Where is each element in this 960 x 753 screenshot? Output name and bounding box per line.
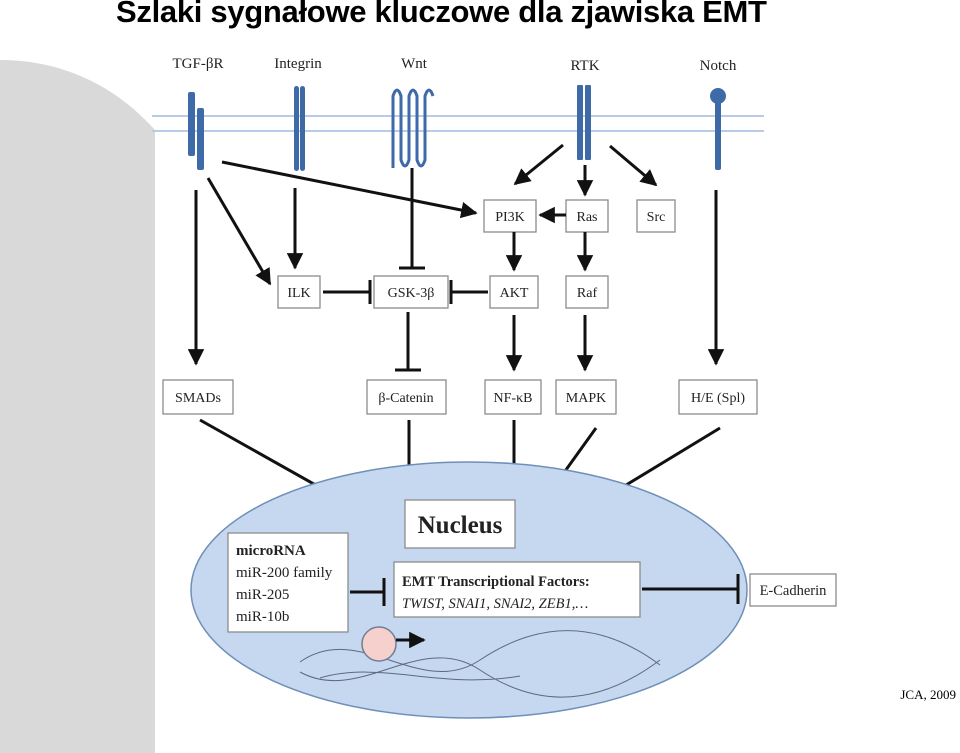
dna-strands xyxy=(299,630,661,698)
smads-box xyxy=(162,379,234,415)
smads-label: SMADs xyxy=(175,391,221,406)
microrna-box xyxy=(227,532,349,633)
microrna-item: miR-10b xyxy=(236,609,289,625)
microrna-item: miR-200 family xyxy=(236,565,333,581)
ilk-box xyxy=(277,275,321,309)
slide-title: Szlaki sygnałowe kluczowe dla zjawiska E… xyxy=(116,0,767,29)
receptor-label-wnt: Wnt xyxy=(401,56,428,72)
citation: JCA, 2009 xyxy=(900,687,956,702)
receptor-label-tgfbr: TGF-βR xyxy=(173,56,224,72)
microrna-item: miR-205 xyxy=(236,587,289,603)
activation-arrows xyxy=(187,143,725,530)
pi3k-box xyxy=(483,199,537,233)
notch-receptor-shape xyxy=(710,88,726,170)
bcatenin-label: β-Catenin xyxy=(378,391,433,406)
ilk-label: ILK xyxy=(287,286,310,301)
nucleus-label-box xyxy=(404,499,516,549)
tgfbr-receptor-shape xyxy=(188,92,204,170)
ras-label: Ras xyxy=(577,210,598,225)
inhibition-lines xyxy=(323,168,488,372)
ecadherin-box xyxy=(749,573,837,607)
receptor-label-integrin: Integrin xyxy=(274,56,322,72)
decorative-left-band xyxy=(0,60,155,753)
rtk-receptor-shape xyxy=(577,85,591,160)
ecadherin-label: E-Cadherin xyxy=(760,583,828,599)
microrna-inhibition xyxy=(350,578,386,606)
he-box xyxy=(678,379,758,415)
emt-tf-box xyxy=(393,561,641,618)
gsk3b-box xyxy=(373,275,449,309)
emt-tf-list: TWIST, SNAI1, SNAI2, ZEB1,… xyxy=(402,596,588,612)
akt-label: AKT xyxy=(500,286,529,301)
mapk-label: MAPK xyxy=(566,391,606,406)
gsk3b-label: GSK-3β xyxy=(388,286,435,301)
nfkb-label: NF-κB xyxy=(494,391,533,406)
raf-label: Raf xyxy=(577,286,598,301)
microrna-heading: microRNA xyxy=(236,543,306,559)
transcription-site-dot xyxy=(361,626,397,662)
nfkb-box xyxy=(484,379,542,415)
wnt-receptor-shape xyxy=(391,88,435,168)
bcatenin-box xyxy=(366,379,447,415)
integrin-receptor-shape xyxy=(294,86,305,171)
mapk-box xyxy=(555,379,617,415)
src-box xyxy=(636,199,676,233)
ecadherin-inhibition xyxy=(642,574,740,604)
raf-box xyxy=(565,275,609,309)
ras-box xyxy=(565,199,609,233)
receptor-label-rtk: RTK xyxy=(570,58,599,74)
emt-tf-heading: EMT Transcriptional Factors: xyxy=(402,574,590,590)
akt-box xyxy=(489,275,539,309)
src-label: Src xyxy=(647,210,666,225)
pi3k-label: PI3K xyxy=(495,210,525,225)
receptor-label-notch: Notch xyxy=(700,58,737,74)
he-label: H/E (Spl) xyxy=(691,391,745,406)
nucleus-label: Nucleus xyxy=(418,512,503,539)
